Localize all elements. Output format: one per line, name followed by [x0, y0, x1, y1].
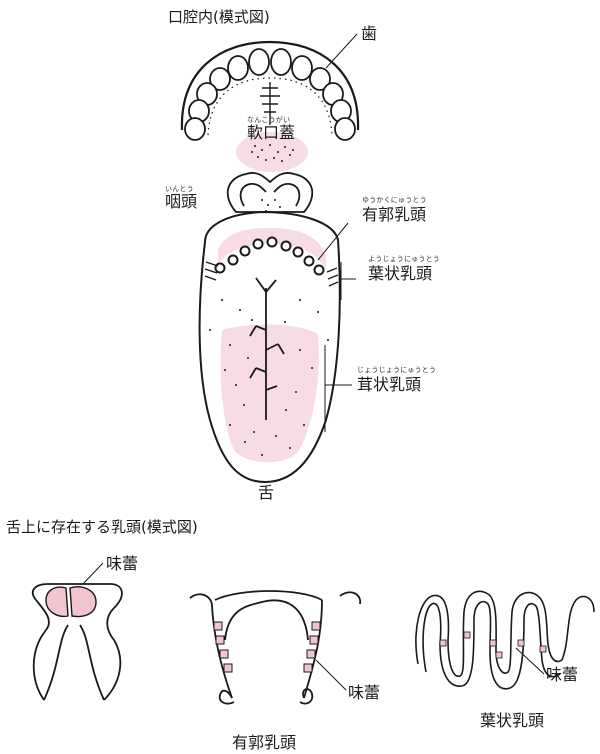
foliate-ruby: ようじょうにゅうとう — [368, 255, 440, 263]
soft-palate-label: 軟口蓋 — [247, 124, 295, 142]
fungiform-label: 茸状乳頭 — [357, 376, 421, 394]
circumvallate-ruby: ゆうかくにゅうとう — [362, 196, 427, 204]
circumvallate-papilla-section — [190, 591, 360, 704]
tongue — [200, 212, 340, 482]
pharynx-label: 咽頭 — [165, 193, 197, 211]
fungiform-ruby: じょうじょうにゅうとう — [357, 366, 436, 374]
teeth-label: 歯 — [361, 25, 377, 43]
taste-bud-label-circumvallate: 味蕾 — [348, 684, 380, 702]
tongue-label: 舌 — [258, 484, 274, 502]
fungiform-taste-buds — [46, 587, 96, 617]
papillae-title: 舌上に存在する乳頭(模式図) — [6, 518, 198, 536]
oral-cavity-title: 口腔内(模式図) — [168, 8, 270, 26]
taste-bud-label-foliate: 味蕾 — [546, 666, 578, 684]
foliate-label: 葉状乳頭 — [368, 265, 432, 283]
circumvallate-label: 有郭乳頭 — [362, 206, 426, 224]
taste-bud-label-fungiform: 味蕾 — [106, 555, 138, 573]
pharynx-shape — [228, 173, 313, 212]
circumvallate-caption: 有郭乳頭 — [232, 734, 296, 752]
foliate-taste-buds — [440, 632, 546, 658]
foliate-caption: 葉状乳頭 — [480, 712, 544, 730]
circumvallate-taste-buds — [214, 622, 320, 672]
